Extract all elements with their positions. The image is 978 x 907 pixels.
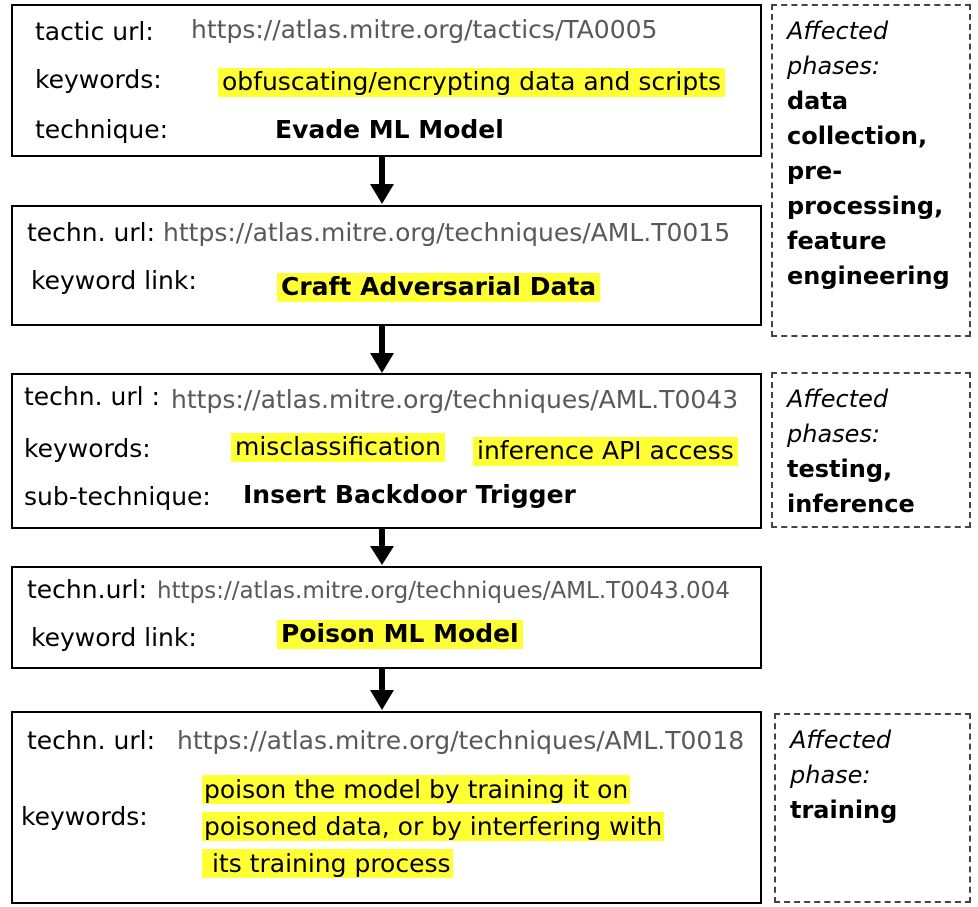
arrow-1-to-2: [370, 156, 394, 204]
affected-phases-title: phases:: [787, 52, 881, 80]
technique-url-label: techn. url:: [27, 218, 156, 247]
technique-url-label: techn. url:: [27, 726, 156, 755]
affected-phase-value: inference: [787, 490, 915, 518]
affected-phase-value: training: [790, 796, 898, 824]
keyword-link-highlight: Poison ML Model: [277, 619, 523, 649]
subtechnique-name: Insert Backdoor Trigger: [243, 480, 576, 509]
affected-phases-panel-2: Affected phases: testing, inference: [771, 372, 971, 528]
technique-box-1: techn. url: https://atlas.mitre.org/tech…: [11, 205, 762, 326]
arrow-3-to-4: [370, 528, 394, 565]
technique-url-label: techn.url:: [27, 575, 148, 604]
technique-url[interactable]: https://atlas.mitre.org/techniques/AML.T…: [171, 385, 739, 414]
keyword-highlight-inference-api: inference API access: [473, 436, 738, 466]
keyword-link-highlight: Craft Adversarial Data: [277, 272, 601, 302]
affected-phase-value: processing,: [787, 192, 944, 220]
affected-phase-value: feature: [787, 227, 887, 255]
affected-phase-value: engineering: [787, 262, 950, 290]
technique-box-2: techn. url : https://atlas.mitre.org/tec…: [11, 373, 762, 529]
arrow-4-to-5: [370, 668, 394, 710]
keywords-label: keywords:: [24, 434, 151, 463]
technique-url[interactable]: https://atlas.mitre.org/techniques/AML.T…: [177, 726, 745, 755]
keywords-label: keywords:: [35, 65, 162, 94]
affected-phases-title: phases:: [787, 420, 881, 448]
keyword-highlight-block: poison the model by training it on poiso…: [202, 771, 665, 882]
technique-label: technique:: [35, 115, 169, 144]
technique-url[interactable]: https://atlas.mitre.org/techniques/AML.T…: [157, 578, 730, 604]
keyword-highlight-misclassification: misclassification: [231, 432, 446, 462]
affected-phases-panel-1: Affected phases: data collection, pre- p…: [771, 4, 971, 337]
affected-phases-title: Affected: [787, 17, 889, 45]
tactic-box: tactic url: https://atlas.mitre.org/tact…: [11, 4, 762, 157]
tactic-url-label: tactic url:: [35, 17, 154, 46]
technique-url[interactable]: https://atlas.mitre.org/techniques/AML.T…: [163, 218, 731, 247]
keyword-line: its training process: [202, 849, 453, 878]
affected-phase-value: data: [787, 87, 849, 115]
keywords-label: keywords:: [21, 802, 148, 831]
affected-phase-title: phase:: [790, 761, 871, 789]
affected-phase-panel-3: Affected phase: training: [774, 713, 971, 903]
affected-phase-value: pre-: [787, 157, 843, 185]
subtechnique-label: sub-technique:: [24, 482, 211, 511]
technique-name: Evade ML Model: [275, 115, 504, 144]
tactic-url[interactable]: https://atlas.mitre.org/tactics/TA0005: [191, 15, 658, 44]
keyword-line: poisoned data, or by interfering with: [202, 812, 665, 841]
keyword-link-label: keyword link:: [31, 266, 197, 295]
keyword-line: poison the model by training it on: [202, 775, 631, 804]
arrow-2-to-3: [370, 325, 394, 373]
affected-phases-title: Affected: [787, 385, 889, 413]
technique-box-4: techn. url: https://atlas.mitre.org/tech…: [11, 711, 762, 904]
affected-phase-value: testing,: [787, 455, 893, 483]
technique-url-label: techn. url :: [24, 382, 160, 411]
keyword-link-label: keyword link:: [31, 623, 197, 652]
affected-phase-title: Affected: [790, 726, 892, 754]
affected-phase-value: collection,: [787, 122, 928, 150]
technique-box-3: techn.url: https://atlas.mitre.org/techn…: [11, 566, 762, 669]
keyword-highlight: obfuscating/encrypting data and scripts: [218, 67, 726, 97]
